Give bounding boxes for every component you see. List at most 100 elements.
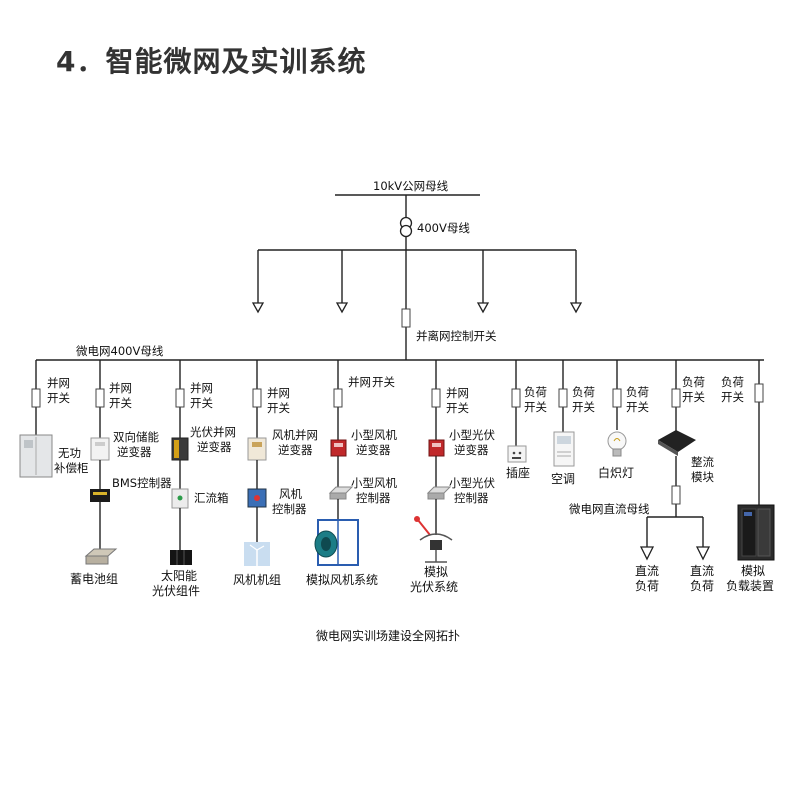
svg-text:负荷: 负荷	[572, 385, 595, 399]
svg-text:开关: 开关	[721, 390, 744, 404]
svg-text:并网: 并网	[47, 376, 70, 390]
svg-text:空调: 空调	[551, 472, 575, 486]
small-pv-controller-icon	[426, 486, 452, 500]
dc-load-1	[639, 546, 655, 561]
svg-text:模块: 模块	[691, 470, 714, 484]
svg-text:光伏并网: 光伏并网	[190, 425, 236, 439]
svg-text:负荷: 负荷	[626, 385, 649, 399]
pv-inverter-icon	[171, 437, 189, 461]
svg-text:小型光伏: 小型光伏	[449, 428, 495, 442]
switch-11	[754, 383, 764, 403]
microgrid-dc-bus-label: 微电网直流母线	[569, 502, 650, 516]
switch-dc	[671, 485, 681, 505]
svg-text:负载装置: 负载装置	[726, 579, 774, 593]
simulated-wind-system-icon	[314, 519, 359, 566]
svg-text:开关: 开关	[47, 391, 70, 405]
switch-9	[612, 388, 622, 408]
svg-text:光伏系统: 光伏系统	[410, 580, 458, 594]
svg-text:负荷: 负荷	[682, 375, 705, 389]
switch-10	[671, 388, 681, 408]
simulated-load-cabinet-icon	[737, 504, 775, 561]
feeder-load-1	[252, 250, 264, 313]
solar-panel-icon	[170, 550, 192, 565]
svg-text:无功: 无功	[58, 446, 81, 460]
svg-text:开关: 开关	[109, 396, 132, 410]
svg-text:开关: 开关	[372, 375, 395, 389]
svg-text:风机: 风机	[279, 487, 302, 501]
diagram-caption: 微电网实训场建设全网拓扑	[316, 628, 460, 643]
air-conditioner-icon	[553, 431, 575, 467]
svg-text:小型风机: 小型风机	[351, 476, 397, 490]
feeder-load-2	[336, 250, 348, 313]
switch-2	[95, 388, 105, 408]
svg-text:控制器: 控制器	[272, 502, 307, 516]
reactive-compensation-cabinet-icon	[19, 434, 53, 478]
svg-text:模拟: 模拟	[424, 565, 448, 579]
svg-text:补偿柜: 补偿柜	[54, 461, 89, 475]
svg-text:风机机组: 风机机组	[233, 573, 281, 587]
island-control-switch	[401, 308, 411, 328]
small-wind-inverter-icon	[330, 439, 347, 457]
wind-controller-icon	[247, 488, 267, 508]
svg-text:控制器: 控制器	[356, 491, 391, 505]
page-title: 4．智能微网及实训系统	[56, 45, 367, 78]
svg-text:并网: 并网	[446, 386, 469, 400]
svg-text:双向储能: 双向储能	[113, 430, 159, 444]
svg-text:负荷: 负荷	[524, 385, 547, 399]
incandescent-lamp-icon	[607, 431, 627, 457]
switch-7	[511, 388, 521, 408]
svg-text:风机并网: 风机并网	[272, 428, 318, 442]
svg-text:逆变器: 逆变器	[278, 443, 313, 457]
island-switch-label: 并离网控制开关	[416, 329, 497, 343]
svg-text:模拟: 模拟	[741, 564, 765, 578]
wind-turbine-unit-icon	[244, 542, 270, 566]
svg-text:逆变器: 逆变器	[454, 443, 489, 457]
small-pv-inverter-icon	[428, 439, 445, 457]
svg-text:负荷: 负荷	[721, 375, 744, 389]
svg-text:并网: 并网	[267, 386, 290, 400]
feeder-load-3	[477, 250, 489, 313]
svg-text:逆变器: 逆变器	[197, 440, 232, 454]
battery-pack-icon	[84, 548, 118, 565]
bidirectional-inverter-icon	[90, 437, 110, 461]
switch-5	[333, 388, 343, 408]
bus-400v-label: 400V母线	[417, 221, 470, 235]
svg-text:逆变器: 逆变器	[117, 445, 152, 459]
svg-text:白炽灯: 白炽灯	[598, 465, 634, 480]
svg-text:BMS控制器: BMS控制器	[112, 476, 172, 490]
small-wind-controller-icon	[328, 486, 354, 500]
svg-text:太阳能: 太阳能	[161, 568, 197, 583]
simulated-pv-system-icon	[414, 516, 453, 563]
switch-4	[252, 388, 262, 408]
svg-text:开关: 开关	[446, 401, 469, 415]
microgrid-400v-bus-label: 微电网400V母线	[76, 344, 164, 358]
svg-text:直流: 直流	[690, 564, 714, 578]
switch-1	[31, 388, 41, 408]
svg-text:蓄电池组: 蓄电池组	[70, 572, 118, 586]
svg-text:开关: 开关	[190, 396, 213, 410]
svg-text:模拟风机系统: 模拟风机系统	[306, 573, 378, 587]
svg-text:并网: 并网	[348, 375, 371, 389]
combiner-box-icon	[171, 488, 189, 509]
svg-text:插座: 插座	[506, 465, 530, 480]
svg-text:开关: 开关	[682, 390, 705, 404]
bms-controller-icon	[90, 489, 110, 502]
transformer-icon	[399, 216, 413, 238]
svg-text:光伏组件: 光伏组件	[152, 584, 200, 598]
svg-text:直流: 直流	[635, 564, 659, 578]
svg-text:控制器: 控制器	[454, 491, 489, 505]
rectifier-module-icon	[658, 430, 696, 456]
socket-icon	[507, 445, 527, 463]
svg-text:并网: 并网	[109, 381, 132, 395]
svg-text:开关: 开关	[572, 400, 595, 414]
wind-inverter-icon	[247, 437, 267, 461]
svg-text:汇流箱: 汇流箱	[194, 491, 229, 505]
svg-text:小型风机: 小型风机	[351, 428, 397, 442]
svg-text:负荷: 负荷	[635, 579, 659, 593]
dc-load-2	[695, 546, 711, 561]
svg-text:并网: 并网	[190, 381, 213, 395]
svg-text:开关: 开关	[267, 401, 290, 415]
grid-10kv-bus-label: 10kV公网母线	[373, 179, 449, 193]
switch-6	[431, 388, 441, 408]
